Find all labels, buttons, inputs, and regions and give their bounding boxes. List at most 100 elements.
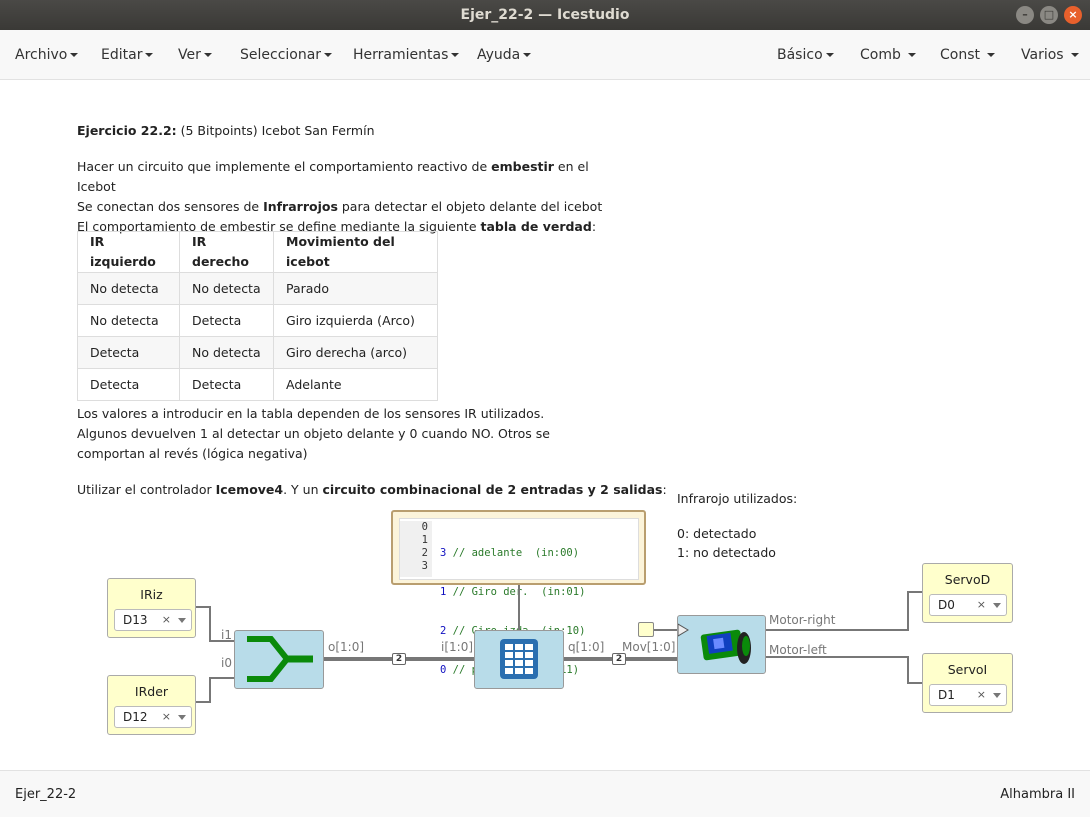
table-row: Detecta No detecta Giro derecha (arco) [77, 336, 438, 369]
table-row: No detecta Detecta Giro izquierda (Arco) [77, 304, 438, 337]
port-label: i1 [221, 628, 232, 642]
block-label: IRiz [140, 587, 163, 602]
table-cell: Detecta [179, 368, 274, 401]
close-icon[interactable]: × [1064, 6, 1082, 24]
sensor-note: Los valores a introducir en la tabla dep… [77, 406, 550, 461]
menu-ayuda[interactable]: Ayuda [477, 30, 532, 80]
table-icon [500, 639, 538, 679]
wire [907, 682, 923, 684]
controller-note: Utilizar el controlador Icemove4. Y un c… [77, 482, 667, 497]
motor-icon [677, 623, 751, 664]
window-title: Ejer_22-2 — Icestudio [460, 7, 630, 23]
chevron-down-icon [908, 53, 917, 57]
chevron-down-icon [145, 53, 154, 57]
table-header: IR derecho [179, 231, 274, 273]
exercise-title: Ejercicio 22.2: (5 Bitpoints) Icebot San… [77, 123, 375, 138]
menu-bar: Archivo Editar Ver Seleccionar Herramien… [0, 30, 1090, 80]
constant-input[interactable] [638, 622, 654, 637]
pin-select[interactable]: D12 × [114, 706, 192, 728]
table-cell: Parado [273, 272, 438, 305]
menu-basico[interactable]: Básico [777, 30, 834, 80]
block-label: IRder [134, 684, 169, 699]
wire [209, 606, 211, 641]
pin-select[interactable]: D1 × [929, 684, 1007, 706]
menu-comb[interactable]: Comb [860, 30, 917, 80]
status-bar: Ejer_22-2 Alhambra II [0, 770, 1090, 817]
project-name: Ejer_22-2 [15, 787, 77, 802]
wire [654, 629, 678, 631]
clear-icon[interactable]: × [976, 688, 986, 701]
menu-varios[interactable]: Varios [1021, 30, 1080, 80]
output-block-servoi[interactable]: ServoI D1 × [922, 653, 1013, 713]
block-label: ServoI [947, 662, 988, 677]
icemove4-block[interactable] [677, 615, 766, 674]
join-bus-block[interactable] [234, 630, 324, 689]
wire [196, 701, 210, 703]
table-cell: Giro izquierda (Arco) [273, 304, 438, 337]
chevron-down-icon [203, 53, 212, 57]
bus-width-badge: 2 [392, 653, 406, 665]
table-cell: Detecta [179, 304, 274, 337]
table-header: IR izquierdo [77, 231, 180, 273]
truth-table: IR izquierdo IR derecho Movimiento del i… [77, 231, 438, 401]
table-header-row: IR izquierdo IR derecho Movimiento del i… [77, 231, 438, 273]
chevron-down-icon [70, 53, 79, 57]
chevron-down-icon [451, 53, 460, 57]
menu-seleccionar[interactable]: Seleccionar [240, 30, 333, 80]
input-block-irder[interactable]: IRder D12 × [107, 675, 196, 735]
menu-editar[interactable]: Editar [101, 30, 154, 80]
menu-const[interactable]: Const [940, 30, 996, 80]
port-label: Motor-right [769, 613, 836, 627]
output-block-servod[interactable]: ServoD D0 × [922, 563, 1013, 623]
clear-icon[interactable]: × [161, 710, 171, 723]
wire [196, 606, 210, 608]
chevron-down-icon [993, 603, 1001, 608]
port-label: Motor-left [769, 643, 827, 657]
wire [765, 656, 908, 658]
minimize-icon[interactable]: – [1016, 6, 1034, 24]
wire [907, 656, 909, 684]
memory-code-block[interactable]: 0 1 2 3 3 // adelante (in:00) 1 // Giro … [391, 510, 646, 676]
code-wire [518, 585, 520, 630]
table-cell: No detecta [77, 304, 180, 337]
join-bus-icon [247, 636, 313, 682]
maximize-icon[interactable]: □ [1040, 6, 1058, 24]
table-cell: Detecta [77, 336, 180, 369]
chevron-down-icon [993, 693, 1001, 698]
input-block-iriz[interactable]: IRiz D13 × [107, 578, 196, 638]
menu-herramientas[interactable]: Herramientas [353, 30, 460, 80]
line-numbers: 0 1 2 3 [400, 521, 432, 577]
exercise-description: Hacer un circuito que implemente el comp… [77, 159, 603, 234]
wire [765, 629, 908, 631]
table-block[interactable] [474, 630, 564, 689]
design-canvas[interactable]: Ejercicio 22.2: (5 Bitpoints) Icebot San… [0, 81, 1090, 770]
table-header: Movimiento del icebot [273, 231, 438, 273]
table-cell: No detecta [77, 272, 180, 305]
chevron-down-icon [523, 53, 532, 57]
board-name[interactable]: Alhambra II [1000, 787, 1075, 802]
port-label: Mov[1:0] [622, 640, 676, 654]
block-label: ServoD [944, 572, 991, 587]
table-row: Detecta Detecta Adelante [77, 368, 438, 401]
table-cell: No detecta [179, 272, 274, 305]
pin-select[interactable]: D0 × [929, 594, 1007, 616]
table-cell: No detecta [179, 336, 274, 369]
code-editor[interactable]: 0 1 2 3 3 // adelante (in:00) 1 // Giro … [399, 518, 639, 676]
menu-ver[interactable]: Ver [178, 30, 212, 80]
wire [209, 677, 211, 703]
port-label: i[1:0] [441, 640, 474, 654]
clear-icon[interactable]: × [161, 613, 171, 626]
window-titlebar: Ejer_22-2 — Icestudio – □ × [0, 0, 1090, 30]
menu-archivo[interactable]: Archivo [15, 30, 79, 80]
chevron-down-icon [1071, 53, 1080, 57]
bus-width-badge: 2 [612, 653, 626, 665]
wire [209, 677, 235, 679]
ir-note-title: Infrarojo utilizados: [677, 491, 798, 506]
pin-select[interactable]: D13 × [114, 609, 192, 631]
ir-note-line: 0: detectado [677, 526, 757, 541]
wire [907, 591, 923, 593]
port-label: q[1:0] [568, 640, 605, 654]
table-cell: Detecta [77, 368, 180, 401]
table-cell: Adelante [273, 368, 438, 401]
clear-icon[interactable]: × [976, 598, 986, 611]
